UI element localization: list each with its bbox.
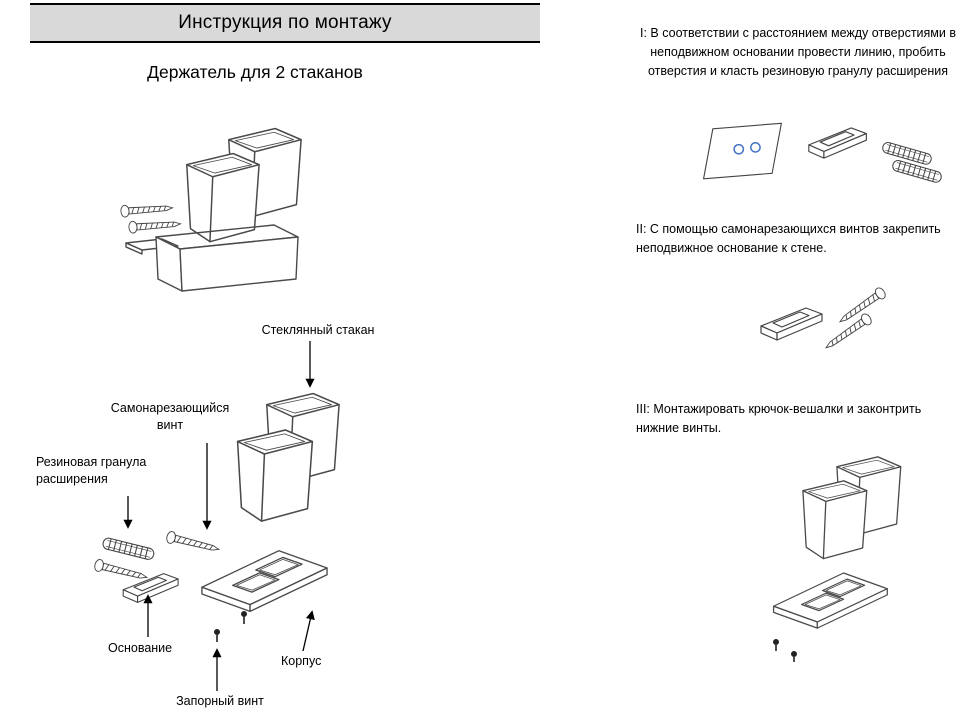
wall-screw-drawing	[120, 201, 174, 218]
wall-plate-drawing	[702, 122, 783, 180]
rubber-plug-drawing	[890, 158, 944, 184]
holder-body-plate-drawing	[772, 572, 888, 629]
step-2-drawing	[760, 285, 888, 354]
exploded-view-drawing	[93, 392, 340, 642]
wall-screw-drawing	[128, 217, 182, 234]
locking-screw-drawing	[773, 639, 797, 662]
product-title: Держатель для 2 стаканов	[147, 62, 363, 82]
label-body: Корпус	[281, 654, 322, 668]
page-title: Инструкция по монтажу	[178, 12, 392, 33]
glass-cup-drawing	[185, 152, 260, 243]
step-2-text: II: С помощью самонарезающихся винтов за…	[636, 222, 941, 255]
holder-body-drawing	[125, 224, 299, 292]
label-glass-cup: Стеклянный стакан	[261, 323, 375, 337]
base-bracket-drawing	[760, 307, 823, 341]
base-bracket-drawing	[808, 127, 867, 159]
step-3-drawing	[772, 456, 902, 662]
label-base: Основание	[108, 641, 173, 655]
glass-cup-drawing	[802, 480, 868, 560]
label-locking-screw: Запорный винт	[176, 694, 264, 708]
assembled-product-drawing	[120, 127, 302, 292]
holder-body-plate-drawing	[201, 550, 328, 613]
step-3-text: III: Монтажировать крючок-вешалки и зако…	[636, 402, 922, 435]
glass-cup-drawing	[236, 429, 314, 522]
label-self-tapping-screw: Самонарезающийся винт	[110, 401, 230, 432]
self-tapping-screw-drawing	[165, 530, 221, 556]
base-bracket-drawing	[122, 573, 179, 603]
header-bar: Инструкция по монтажу	[30, 3, 540, 43]
step-1-text: I: В соответствии с расстоянием между от…	[640, 26, 956, 78]
label-rubber-expansion-plug: Резиновая гранула расширения	[36, 455, 147, 486]
rubber-plug-drawing	[880, 140, 934, 166]
self-tapping-screw-drawing	[93, 558, 149, 584]
step-1-drawing	[702, 122, 944, 184]
locking-screw-drawing	[214, 611, 247, 642]
rubber-plug-drawing	[101, 536, 156, 562]
